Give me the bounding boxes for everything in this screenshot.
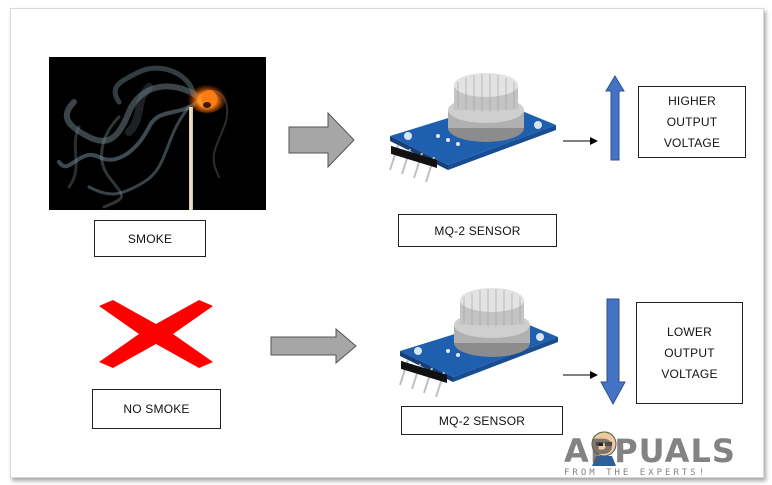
appuals-watermark: APPUALS FROM THE EXPERTS! [560, 418, 768, 482]
voltage-up-arrow [605, 75, 625, 161]
no-smoke-label: NO SMOKE [92, 389, 221, 429]
signal-arrow-bottom [563, 369, 599, 381]
process-arrow-bottom [270, 328, 358, 364]
voltage-down-arrow [600, 298, 626, 406]
watermark-brand: APPUALS [564, 432, 736, 470]
process-arrow-top [288, 112, 356, 168]
mq2-sensor-image-top [388, 70, 558, 185]
lower-output-voltage-label: LOWER OUTPUT VOLTAGE [636, 302, 743, 404]
mq2-sensor-image-bottom [398, 285, 568, 400]
process-arrow-top-shape [288, 112, 355, 168]
smoke-label: SMOKE [94, 220, 206, 257]
mascot-icon [591, 431, 617, 466]
sensor-label-top: MQ-2 SENSOR [398, 214, 557, 247]
no-smoke-cross-icon [97, 300, 215, 368]
signal-arrow-top [563, 135, 599, 147]
smoke-photo [49, 57, 266, 210]
sensor-label-bottom: MQ-2 SENSOR [401, 406, 563, 435]
watermark-tagline: FROM THE EXPERTS! [564, 468, 708, 478]
higher-output-voltage-label: HIGHER OUTPUT VOLTAGE [638, 86, 746, 158]
